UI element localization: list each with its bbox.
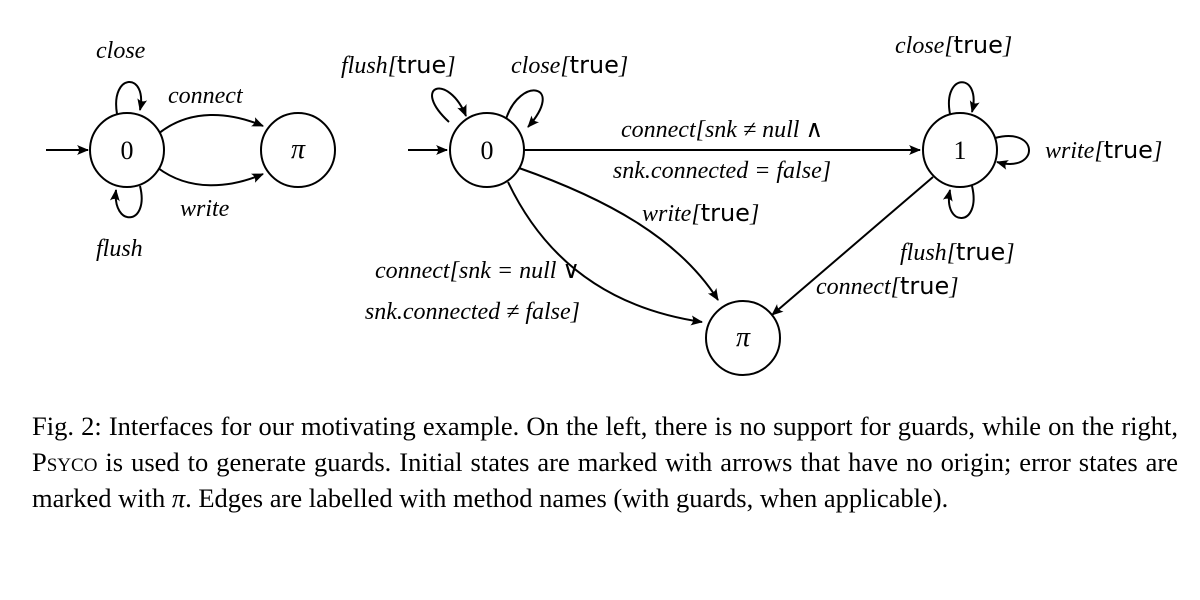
right-close-label-0-name: close (511, 53, 561, 79)
right-connect-label-0-1-line1: connect[snk ≠ null ∧ (621, 117, 823, 143)
right-state-error (705, 300, 781, 376)
right-interface: flush[true] close[true] connect[snk ≠ nu… (341, 31, 1162, 376)
right-flush-guard-0: true (397, 51, 446, 79)
right-connect-label-0-err-line2: snk.connected ≠ false] (365, 299, 580, 325)
left-state-error-label: π (291, 134, 306, 165)
interface-diagrams: close flush connect write 0 π flush[true… (46, 31, 1162, 376)
right-close-label-0: close[true] (511, 51, 628, 79)
right-flush-label-0: flush[true] (341, 51, 456, 79)
right-write-label-1: write[true] (1045, 136, 1162, 164)
right-connect-edge-1-err (771, 176, 934, 316)
right-write-guard-0-err: true (701, 199, 750, 227)
left-connect-label: connect (168, 83, 244, 109)
right-close-guard-1: true (954, 31, 1003, 59)
caption-part2: is used to generate guards. Initial stat… (32, 447, 1178, 513)
left-state-error (260, 112, 336, 188)
figure-caption: Fig. 2: Interfaces for our motivating ex… (32, 408, 1178, 516)
right-state-connected (922, 112, 998, 188)
left-close-loop (115, 81, 148, 115)
caption-part1: Fig. 2: Interfaces for our motivating ex… (32, 411, 1178, 441)
right-close-guard-0: true (570, 51, 619, 79)
right-connect-edge-0-err (507, 181, 703, 326)
right-state-initial (449, 112, 525, 188)
right-close-label-1: close[true] (895, 31, 1012, 59)
right-flush-label-1: flush[true] (900, 238, 1015, 266)
right-flush-guard-1: true (956, 238, 1005, 266)
right-state-error-label: π (736, 322, 751, 353)
right-close-loop-0 (505, 89, 544, 128)
left-connect-edge (157, 113, 264, 135)
right-write-guard-1: true (1104, 136, 1153, 164)
right-flush-loop-0 (431, 87, 467, 123)
right-write-label-1-name: write (1045, 138, 1095, 164)
right-write-edge-0-err (518, 167, 719, 301)
caption-pi-symbol: π (171, 483, 186, 513)
right-connect-label-1-err: connect[true] (816, 272, 959, 300)
right-state-connected-label: 1 (954, 136, 967, 165)
right-connect-guard-1-err: true (900, 272, 949, 300)
left-interface: close flush connect write 0 π (46, 38, 336, 262)
left-state-initial (89, 112, 165, 188)
right-connect-label-1-err-name: connect (816, 274, 892, 300)
right-flush-loop-1 (942, 185, 975, 219)
right-write-label-0-err-name: write (642, 201, 692, 227)
left-flush-loop (109, 185, 143, 219)
right-close-loop-1 (947, 81, 980, 115)
right-connect-label-0-err-line1: connect[snk = null ∨ (375, 258, 580, 284)
left-close-label: close (96, 38, 146, 64)
left-state-initial-label: 0 (121, 136, 134, 165)
right-state-initial-label: 0 (481, 136, 494, 165)
right-write-label-0-err: write[true] (642, 199, 759, 227)
left-write-edge (157, 167, 264, 187)
right-close-label-1-name: close (895, 33, 945, 59)
left-flush-label: flush (96, 236, 143, 262)
right-connect-label-0-1-line2: snk.connected = false] (613, 158, 831, 184)
right-write-loop-1 (994, 135, 1030, 170)
caption-part3: . Edges are labelled with method names (… (185, 483, 949, 513)
left-write-label: write (180, 196, 230, 222)
right-flush-label-0-name: flush (341, 53, 388, 79)
right-flush-label-1-name: flush (900, 240, 947, 266)
caption-tool-name: Psyco (32, 447, 98, 477)
